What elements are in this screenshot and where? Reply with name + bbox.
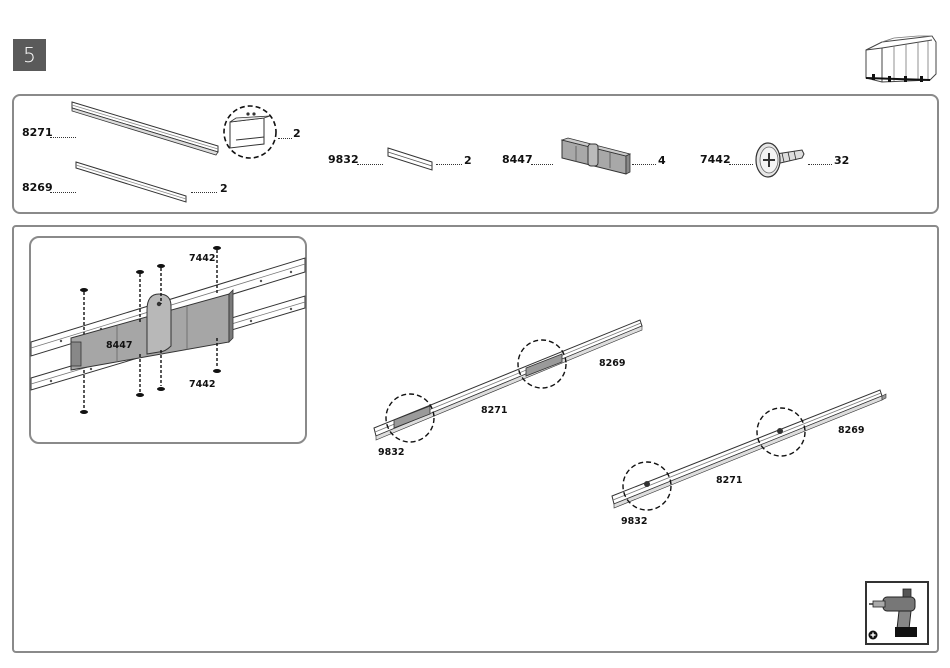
part-8271-code: 8271 (22, 126, 53, 139)
leader-dots (729, 164, 753, 165)
assembly-b-label-8271: 8271 (716, 475, 742, 486)
part-9832-drawing (386, 144, 436, 174)
part-8447-connector-drawing (558, 134, 632, 178)
part-8271-end-zoom-circle (222, 104, 278, 160)
part-9832-qty: 2 (464, 154, 472, 167)
leader-dots (632, 164, 656, 165)
detail-screw-label-top: 7442 (189, 253, 215, 264)
detail-connector-label: 8447 (106, 340, 132, 351)
drill-icon (867, 583, 927, 643)
assembly-b-illustration (610, 386, 888, 516)
leader-dots (357, 164, 383, 165)
part-8269-qty: 2 (220, 182, 228, 195)
part-8269-code: 8269 (22, 181, 53, 194)
greenhouse-icon (860, 34, 938, 86)
part-8269-rail-drawing (74, 158, 190, 206)
leader-dots (50, 192, 76, 193)
part-8271-rail-drawing (70, 98, 222, 158)
part-7442-code: 7442 (700, 153, 731, 166)
part-7442-screw-drawing (754, 140, 806, 180)
part-8447-code: 8447 (502, 153, 533, 166)
step-number-badge: 5 (13, 39, 46, 71)
assembly-b-label-9832: 9832 (621, 516, 647, 527)
part-8271-qty: 2 (293, 127, 301, 140)
leader-dots (191, 192, 217, 193)
part-9832-code: 9832 (328, 153, 359, 166)
tool-required-box (865, 581, 929, 645)
assembly-a-label-8269: 8269 (599, 358, 625, 369)
part-8447-qty: 4 (658, 154, 666, 167)
part-7442-qty: 32 (834, 154, 849, 167)
assembly-a-label-9832: 9832 (378, 447, 404, 458)
leader-dots (531, 164, 553, 165)
assembly-a-illustration (370, 316, 650, 448)
assembly-b-label-8269: 8269 (838, 425, 864, 436)
leader-dots (436, 164, 462, 165)
detail-screw-label-bottom: 7442 (189, 379, 215, 390)
leader-dots (808, 164, 832, 165)
assembly-a-label-8271: 8271 (481, 405, 507, 416)
leader-dots (278, 138, 292, 139)
detail-connector-illustration (31, 238, 305, 442)
